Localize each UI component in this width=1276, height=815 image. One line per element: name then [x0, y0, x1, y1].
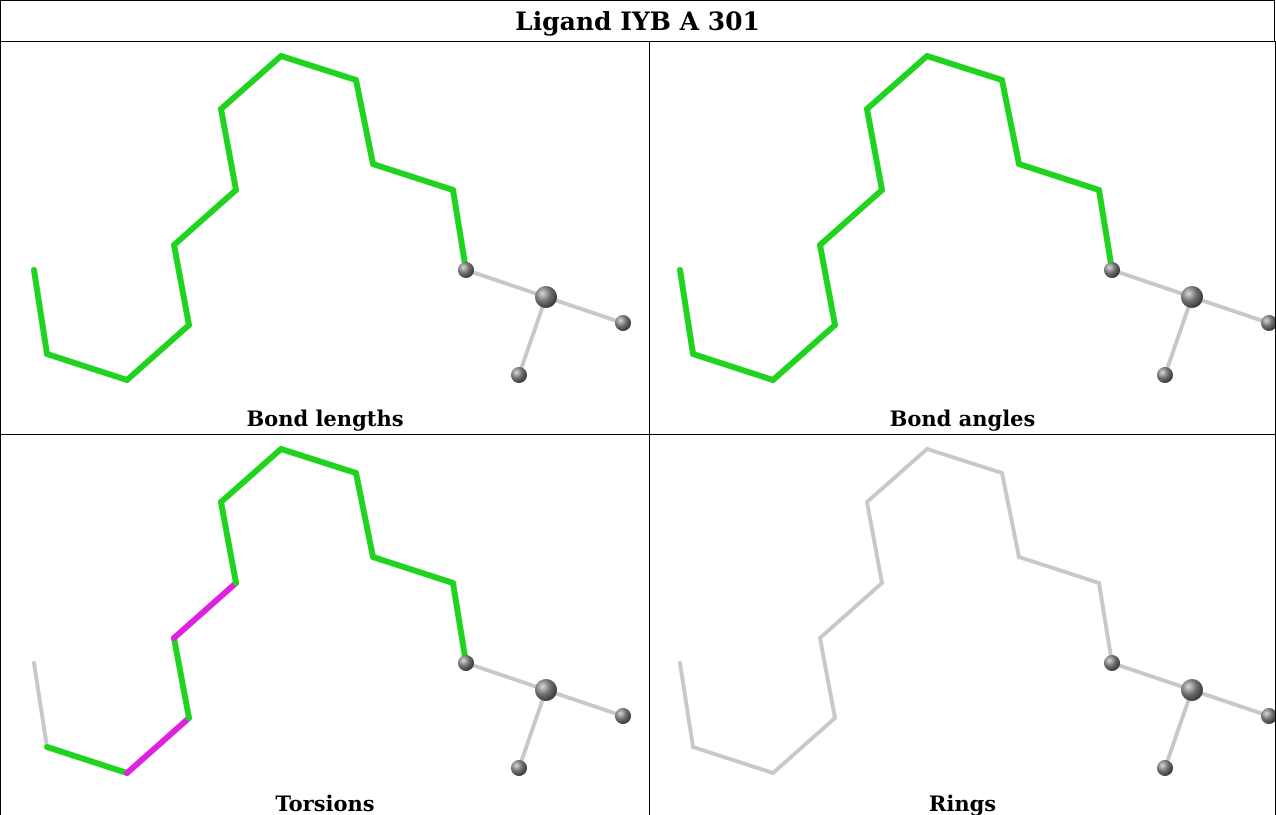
bond-line: [171, 635, 192, 721]
panel-caption: Bond lengths: [246, 406, 404, 431]
bond-line: [678, 661, 695, 749]
atom-sphere: [458, 655, 474, 671]
atom-sphere: [1261, 708, 1275, 724]
molecule-diagram: [32, 446, 631, 776]
bond-line: [218, 106, 239, 193]
bond-line: [677, 267, 696, 357]
panel-rings: Rings: [649, 434, 1276, 815]
bond-line: [370, 554, 456, 586]
side-bond-line: [1110, 661, 1194, 692]
molecule-diagram: [678, 447, 1275, 776]
side-bond-line: [1190, 688, 1271, 718]
bond-line: [817, 242, 838, 328]
panel-bond-lengths: Bond lengths: [0, 41, 650, 435]
bond-line: [865, 447, 929, 504]
atom-sphere: [1157, 367, 1173, 383]
atom-sphere: [458, 262, 474, 278]
atom-sphere: [535, 286, 557, 308]
atom-sphere: [1104, 655, 1120, 671]
side-bond-line: [1163, 688, 1194, 770]
side-bond-line: [544, 295, 625, 325]
bond-line: [171, 187, 239, 248]
molecule-diagram: [31, 53, 631, 383]
panel-caption: Bond angles: [889, 406, 1036, 431]
bond-line: [44, 744, 130, 776]
bond-line: [124, 715, 192, 776]
bond-line: [1096, 187, 1115, 273]
side-bond-line: [544, 688, 625, 718]
atom-sphere: [1261, 315, 1275, 331]
bond-line: [218, 446, 284, 505]
side-bond-line: [517, 295, 548, 377]
bond-line: [771, 716, 837, 775]
bond-line: [864, 53, 930, 112]
bond-line: [218, 499, 239, 586]
bond-line: [770, 322, 838, 383]
bond-line: [278, 446, 359, 476]
bond-line: [450, 580, 469, 666]
bond-line: [817, 187, 885, 248]
bond-line: [818, 636, 837, 720]
panel-bond-angles: Bond angles: [649, 41, 1276, 435]
atom-sphere: [1181, 286, 1203, 308]
bond-line: [450, 187, 469, 273]
bond-line: [44, 351, 130, 383]
bond-line: [864, 106, 885, 193]
bond-line: [124, 322, 192, 383]
molecule-diagram: [677, 53, 1275, 383]
atom-sphere: [1157, 760, 1173, 776]
side-bond-line: [464, 268, 548, 299]
bond-line: [925, 447, 1004, 475]
bond-line: [171, 242, 192, 328]
bond-line: [31, 267, 50, 357]
bond-line: [353, 470, 376, 560]
side-bond-line: [1190, 295, 1271, 325]
bond-line: [924, 53, 1005, 83]
panel-caption: Torsions: [275, 791, 375, 815]
bond-line: [278, 53, 359, 83]
bond-line: [1017, 555, 1101, 585]
bond-line: [865, 500, 884, 585]
side-bond-line: [464, 661, 548, 692]
atom-sphere: [511, 367, 527, 383]
bond-line: [32, 661, 49, 749]
atom-sphere: [1181, 679, 1203, 701]
atom-sphere: [511, 760, 527, 776]
bond-line: [1000, 471, 1021, 559]
atom-sphere: [615, 708, 631, 724]
bond-line: [1097, 581, 1114, 665]
panel-caption: Rings: [928, 791, 997, 815]
side-bond-line: [517, 688, 548, 770]
side-bond-line: [1163, 295, 1194, 377]
atom-sphere: [535, 679, 557, 701]
bond-line: [218, 53, 284, 112]
bond-line: [999, 77, 1022, 167]
atom-sphere: [615, 315, 631, 331]
bond-line: [690, 351, 776, 383]
bond-line: [818, 581, 884, 640]
bond-line: [171, 580, 239, 641]
table-title: Ligand IYB A 301: [0, 0, 1275, 42]
side-bond-line: [1110, 268, 1194, 299]
panel-torsions: Torsions: [0, 434, 650, 815]
atom-sphere: [1104, 262, 1120, 278]
bond-line: [370, 161, 456, 193]
bond-line: [1016, 161, 1102, 193]
bond-line: [691, 745, 775, 775]
bond-line: [353, 77, 376, 167]
